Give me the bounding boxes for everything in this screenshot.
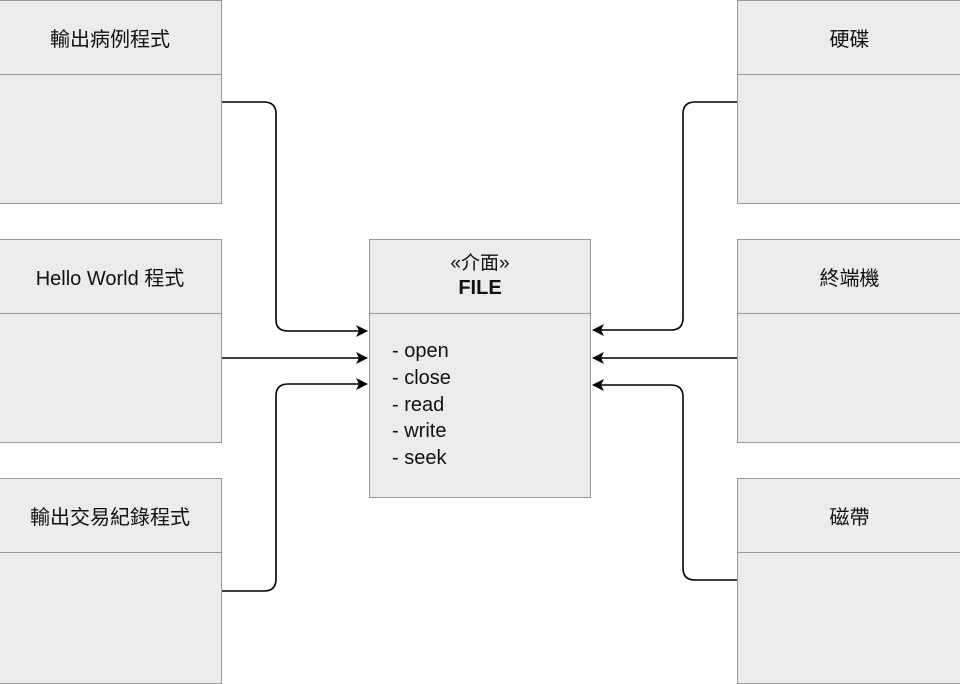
module-box-hello-world: Hello World 程式 — [0, 239, 222, 443]
device-title: 終端機 — [738, 240, 960, 314]
device-box-terminal: 終端機 — [737, 239, 960, 443]
device-title: 硬碟 — [738, 1, 960, 75]
interface-name: FILE — [458, 277, 502, 299]
device-title: 磁帶 — [738, 479, 960, 553]
operation-item: - close — [392, 366, 451, 389]
operation-item: - seek — [392, 447, 447, 470]
connector-right-top — [592, 101, 737, 336]
module-title: 輸出病例程式 — [0, 1, 221, 75]
connector-right-bottom — [592, 379, 737, 581]
operation-item: - read — [392, 393, 445, 416]
interface-header: «介面» FILE — [370, 240, 590, 314]
interface-stereotype: «介面» — [450, 253, 510, 274]
module-title: Hello World 程式 — [0, 240, 221, 314]
connector-left-bottom — [222, 378, 368, 592]
interface-operation-list: - open - close - read - write - seek — [370, 314, 590, 472]
operation-item: - open — [392, 340, 449, 362]
device-box-hard-disk: 硬碟 — [737, 0, 960, 204]
operation-item: - write — [392, 420, 447, 443]
file-interface-box: «介面» FILE - open - close - read - write … — [369, 239, 591, 498]
device-box-tape: 磁帶 — [737, 478, 960, 684]
module-title: 輸出交易紀錄程式 — [0, 479, 221, 553]
connector-left-top — [222, 101, 368, 337]
module-box-transaction-record-output: 輸出交易紀錄程式 — [0, 478, 222, 684]
module-box-patient-record-output: 輸出病例程式 — [0, 0, 222, 204]
